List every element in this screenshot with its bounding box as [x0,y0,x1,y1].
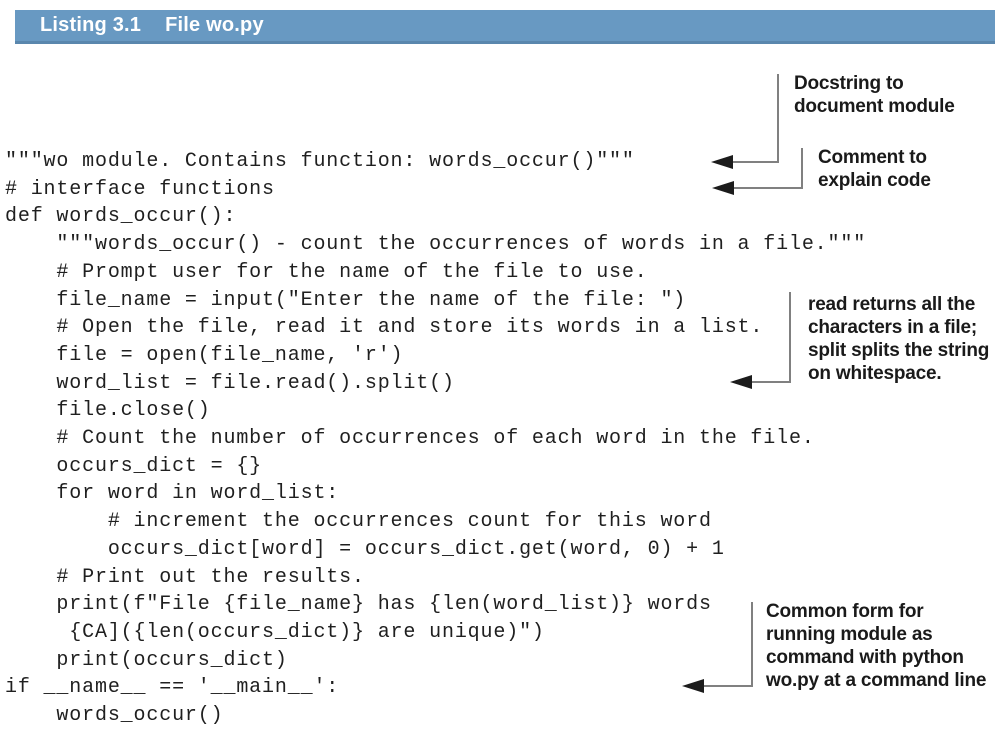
code-line: print(occurs_dict) [5,648,288,672]
callout-common-form-connector-vertical [751,602,753,687]
code-line: # Count the number of occurrences of eac… [5,427,815,451]
code-line: for word in word_list: [5,482,340,506]
callout-comment-label: Comment to explain code [818,147,931,191]
code-line: {CA]({len(occurs_dict)} are unique)") [5,620,545,644]
callout-docstring-connector-horizontal [733,161,779,163]
callout-common-form-label: Common form for running module as comman… [766,601,987,691]
code-line: # interface functions [5,177,275,201]
callout-read-split-connector-vertical [789,292,791,383]
code-line: print(f"File {file_name} has {len(word_l… [5,593,712,617]
code-line: """words_occur() - count the occurrences… [5,233,867,257]
code-line: """wo module. Contains function: words_o… [5,150,635,173]
code-line: # Print out the results. [5,565,365,589]
code-line: if __name__ == '__main__': [5,676,340,700]
callout-docstring-label: Docstring to document module [794,73,955,117]
code-listing: """wo module. Contains function: words_o… [5,148,866,730]
callout-comment-connector-vertical [801,148,803,189]
code-line: file.close() [5,399,211,423]
arrow-left-icon [711,155,733,169]
callout-read-split-connector-horizontal [752,381,791,383]
arrow-left-icon [712,181,734,195]
listing-header-bar: Listing 3.1 File wo.py [15,10,995,44]
code-line: words_occur() [5,704,224,728]
code-line: file = open(file_name, 'r') [5,343,404,367]
code-line: # increment the occurrences count for th… [5,510,712,534]
code-line: # Open the file, read it and store its w… [5,316,764,340]
code-line: def words_occur(): [5,205,237,229]
callout-comment-connector-horizontal [734,187,803,189]
code-line: word_list = file.read().split() [5,371,455,395]
code-line: # Prompt user for the name of the file t… [5,260,648,284]
code-line: occurs_dict[word] = occurs_dict.get(word… [5,537,725,561]
code-line: file_name = input("Enter the name of the… [5,288,687,312]
callout-read-split-label: read returns all the characters in a fil… [808,294,990,384]
callout-common-form-connector-horizontal [704,685,753,687]
code-line: occurs_dict = {} [5,454,263,478]
arrow-left-icon [730,375,752,389]
callout-docstring-connector-vertical [777,74,779,163]
listing-number: Listing 3.1 [40,14,142,36]
arrow-left-icon [682,679,704,693]
listing-title: File wo.py [165,14,264,36]
